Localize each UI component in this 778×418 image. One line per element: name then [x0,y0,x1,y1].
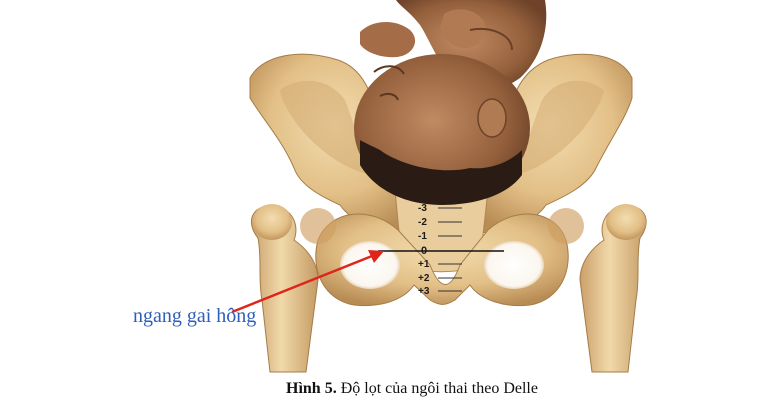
annotation-label: ngang gai hông [133,305,257,327]
station-label: +2 [418,273,430,284]
annotation-arrow [231,250,384,314]
station-label: +3 [418,286,430,297]
fetal-head [354,54,530,205]
right-femur [579,204,647,373]
right-obturator-foramen [484,241,544,289]
left-femur [250,204,319,373]
station-label: -1 [418,231,427,242]
station-label: 0 [421,245,427,257]
figure-caption: Hình 5. Độ lọt của ngôi thai theo Delle [286,380,538,398]
fetal-ear [477,98,507,138]
fetal-arm [360,0,547,93]
caption-text: Độ lọt của ngôi thai theo Delle [336,380,538,397]
station-label: +1 [418,259,430,270]
left-obturator-foramen [340,241,400,289]
station-scale: -3 -2 -1 0 +1 +2 +3 [378,203,504,297]
caption-label: Hình 5. [286,380,337,397]
station-label: -3 [418,203,427,214]
station-label: -2 [418,217,427,228]
